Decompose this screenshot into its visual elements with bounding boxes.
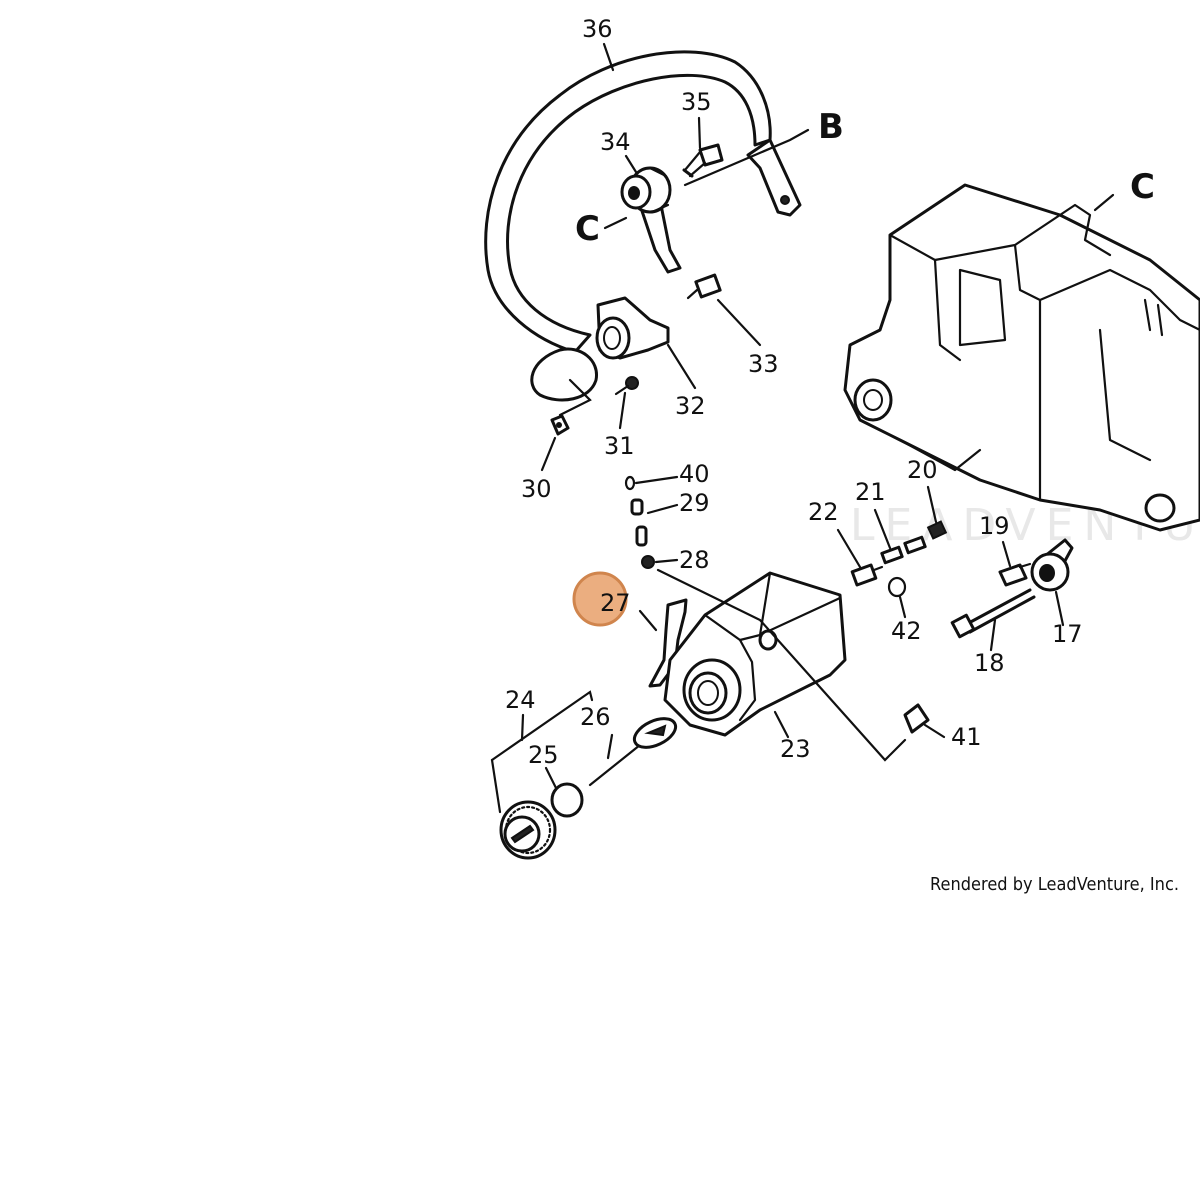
o-ring-42-part: [887, 576, 907, 598]
bolt-19-part: [998, 562, 1032, 587]
washer-30-part: [550, 414, 570, 436]
bolt-35-part: [682, 143, 724, 178]
crankcase-part: [843, 183, 1200, 532]
spring-20-part: [926, 520, 948, 540]
ref-letter-c-right: C: [1130, 167, 1155, 207]
fuel-cap-24-part: [499, 800, 557, 860]
fitting-22-part: [850, 563, 884, 587]
mount-housing-part: [595, 296, 670, 360]
callout-35[interactable]: 35: [681, 88, 712, 116]
callout-23[interactable]: 23: [780, 735, 811, 763]
ref-letter-b: B: [818, 107, 844, 147]
bolt-18-part: [950, 588, 1036, 639]
callout-31[interactable]: 31: [604, 432, 635, 460]
highlight-marker: [572, 571, 628, 627]
small-parts-28-29-40: [624, 475, 655, 569]
callout-33[interactable]: 33: [748, 350, 779, 378]
bolt-33-part: [686, 273, 722, 300]
callout-21[interactable]: 21: [855, 478, 886, 506]
callout-28[interactable]: 28: [679, 546, 710, 574]
callout-labels: 36 35 34 33 32 31 30 40 29 28 27 26 25 2…: [505, 15, 1083, 769]
callout-32[interactable]: 32: [675, 392, 706, 420]
callout-29[interactable]: 29: [679, 489, 710, 517]
callout-24[interactable]: 24: [505, 686, 536, 714]
callout-36[interactable]: 36: [582, 15, 613, 43]
callout-34[interactable]: 34: [600, 128, 631, 156]
leader-lines: [490, 42, 1115, 814]
callout-30[interactable]: 30: [521, 475, 552, 503]
callout-40[interactable]: 40: [679, 460, 710, 488]
callout-41[interactable]: 41: [951, 723, 982, 751]
callout-20[interactable]: 20: [907, 456, 938, 484]
plug-41-part: [903, 703, 930, 734]
callout-17[interactable]: 17: [1052, 620, 1083, 648]
callout-25[interactable]: 25: [528, 741, 559, 769]
credit-text: Rendered by LeadVenture, Inc.: [930, 874, 1180, 895]
anti-vibration-mount-part: [620, 166, 682, 274]
tank-23-part: [663, 571, 847, 737]
callout-18[interactable]: 18: [974, 649, 1005, 677]
filter-26-part: [588, 717, 678, 787]
callout-27[interactable]: 27: [600, 589, 631, 617]
callout-22[interactable]: 22: [808, 498, 839, 526]
mount-17-part: [1030, 538, 1074, 592]
callout-26[interactable]: 26: [580, 703, 611, 731]
handle-bar-part: [484, 50, 802, 402]
callout-42[interactable]: 42: [891, 617, 922, 645]
screw-31-part: [614, 376, 639, 396]
pins-21-part: [880, 535, 927, 565]
o-ring-25-part: [550, 782, 584, 818]
reference-letters: B C C: [575, 107, 1155, 249]
ref-letter-c-left: C: [575, 209, 600, 249]
callout-19[interactable]: 19: [979, 512, 1010, 540]
